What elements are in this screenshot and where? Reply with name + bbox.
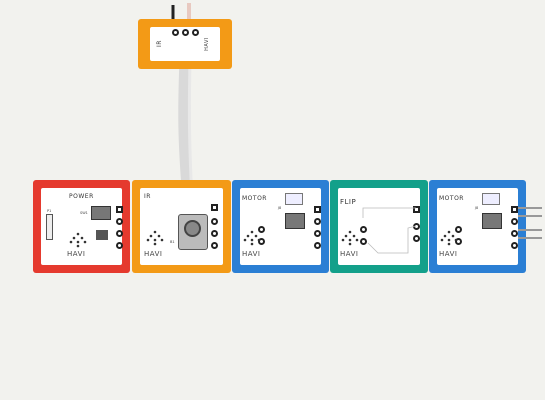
motor2-brand: HAVI bbox=[439, 250, 458, 258]
remote-port-2 bbox=[182, 29, 189, 36]
remote-brand: HAVI bbox=[203, 37, 210, 51]
flip-brand: HAVI bbox=[340, 250, 359, 258]
motor1-label: MOTOR bbox=[242, 195, 267, 202]
motor2-port-2 bbox=[511, 218, 518, 225]
motor1-face: MOTOR J8 HAVI bbox=[240, 188, 321, 265]
motor2-face: MOTOR J8 HAVI bbox=[437, 188, 518, 265]
flip-in-2 bbox=[360, 238, 367, 245]
motor2-in-2 bbox=[455, 238, 462, 245]
ir-remote-face: IR HAVI bbox=[150, 27, 220, 61]
power-face: POWER P1 SW1 HAVI bbox=[41, 188, 123, 265]
power-switch[interactable] bbox=[91, 206, 111, 220]
motor1-port-4 bbox=[314, 242, 321, 249]
power-chip bbox=[96, 230, 108, 240]
ir-logo-icon bbox=[146, 230, 164, 246]
j8b-label: J8 bbox=[475, 206, 479, 210]
flip-logo-icon bbox=[341, 230, 359, 246]
motor1-port-1 bbox=[314, 206, 321, 213]
power-port-3 bbox=[116, 230, 123, 237]
module-motor-2[interactable]: MOTOR J8 HAVI bbox=[429, 180, 526, 273]
module-flip[interactable]: FLIP HAVI bbox=[330, 180, 428, 273]
motor2-port-4 bbox=[511, 242, 518, 249]
power-brand: HAVI bbox=[67, 250, 86, 258]
ir-port-1 bbox=[211, 204, 218, 211]
flip-port-1 bbox=[413, 206, 420, 213]
power-port-4 bbox=[116, 242, 123, 249]
motor2-port-3 bbox=[511, 230, 518, 237]
ir-remote-label: IR bbox=[155, 40, 163, 47]
ir-port-3 bbox=[211, 230, 218, 237]
motor2-port-1 bbox=[511, 206, 518, 213]
p1-label: P1 bbox=[47, 209, 52, 213]
power-port-1 bbox=[116, 206, 123, 213]
motor2-switch[interactable] bbox=[482, 213, 502, 229]
ir-port-4 bbox=[211, 242, 218, 249]
power-logo-icon bbox=[69, 232, 87, 248]
motor1-switch[interactable] bbox=[285, 213, 305, 229]
power-label: POWER bbox=[69, 193, 94, 200]
motor1-logo-icon bbox=[243, 230, 261, 246]
ir-port-2 bbox=[211, 218, 218, 225]
motor1-port-3 bbox=[314, 230, 321, 237]
remote-port-1 bbox=[172, 29, 179, 36]
motor1-brand: HAVI bbox=[242, 250, 261, 258]
remote-port-3 bbox=[192, 29, 199, 36]
flip-in-1 bbox=[360, 226, 367, 233]
flip-face: FLIP HAVI bbox=[338, 188, 420, 265]
ir-cable bbox=[178, 54, 194, 206]
motor1-port-2 bbox=[314, 218, 321, 225]
ir-label: IR bbox=[144, 193, 151, 200]
power-port-2 bbox=[116, 218, 123, 225]
flip-port-3 bbox=[413, 235, 420, 242]
motor1-in-1 bbox=[258, 226, 265, 233]
b1-label: B1 bbox=[170, 240, 175, 244]
motor1-in-2 bbox=[258, 238, 265, 245]
module-ir[interactable]: IR B1 HAVI bbox=[132, 180, 231, 273]
sw1-label: SW1 bbox=[80, 211, 88, 215]
power-connector bbox=[46, 214, 53, 240]
motor2-logo-icon bbox=[440, 230, 458, 246]
motor2-in-1 bbox=[455, 226, 462, 233]
output-pins bbox=[518, 207, 542, 239]
motor2-label: MOTOR bbox=[439, 195, 464, 202]
flip-label: FLIP bbox=[340, 198, 357, 206]
motor2-connector bbox=[482, 193, 500, 205]
module-power[interactable]: POWER P1 SW1 HAVI bbox=[33, 180, 130, 273]
module-motor-1[interactable]: MOTOR J8 HAVI bbox=[232, 180, 329, 273]
ir-brand: HAVI bbox=[144, 250, 163, 258]
motor1-connector bbox=[285, 193, 303, 205]
ir-face: IR B1 HAVI bbox=[140, 188, 223, 265]
ir-sensor-lens bbox=[184, 220, 201, 237]
j8-label: J8 bbox=[278, 206, 282, 210]
flip-traces bbox=[362, 207, 417, 254]
ir-sensor[interactable] bbox=[178, 214, 208, 250]
ir-remote[interactable]: IR HAVI bbox=[138, 19, 232, 69]
